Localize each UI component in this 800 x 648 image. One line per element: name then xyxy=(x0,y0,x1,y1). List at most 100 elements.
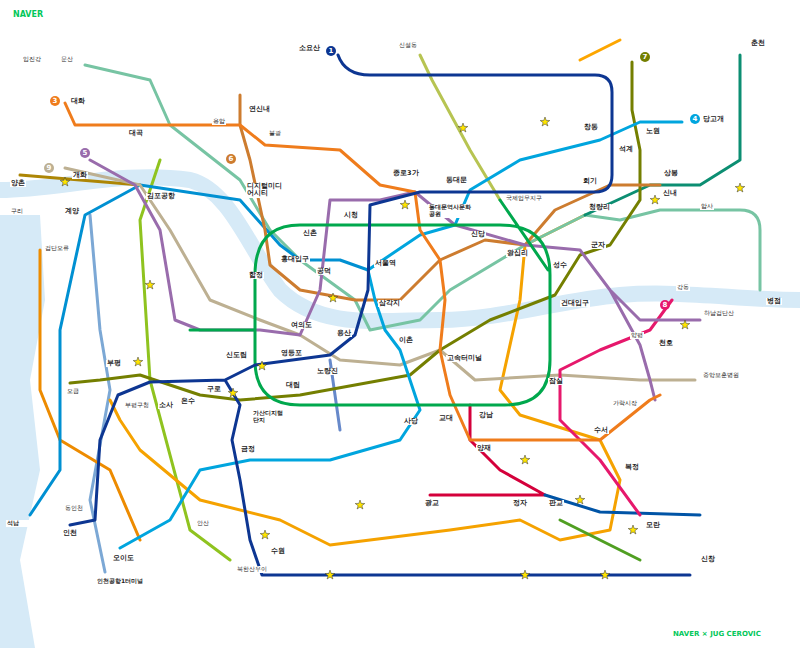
station-label: 왕십리 xyxy=(506,250,529,257)
station-label: 천호 xyxy=(658,340,674,347)
station-label: 모란 xyxy=(645,522,661,529)
brand-label: NAVER × JUG CEROVIC xyxy=(672,630,762,638)
station-label: 디지털미디어시티 xyxy=(246,183,288,198)
station-label: 하남검단산 xyxy=(703,310,735,317)
station-label: 암사 xyxy=(700,203,714,210)
star-marker xyxy=(735,183,745,192)
station-label: 용산 xyxy=(336,330,352,337)
star-marker xyxy=(145,280,155,289)
station-label: 안산 xyxy=(196,520,210,527)
star-marker xyxy=(540,117,550,126)
station-label: 노량진 xyxy=(316,368,339,375)
station-label: 대화 xyxy=(70,98,86,105)
star-marker xyxy=(328,293,338,302)
station-label: 가산디지털단지 xyxy=(252,410,286,424)
line-number: 5 xyxy=(80,148,90,158)
station-label: 가락시장 xyxy=(612,400,638,407)
line-4 xyxy=(120,122,682,548)
line-6 xyxy=(240,95,660,300)
station-label: 중앙보훈병원 xyxy=(702,372,740,379)
star-marker xyxy=(228,388,238,397)
line-number: 7 xyxy=(640,52,650,62)
station-label: 당고개 xyxy=(702,116,725,123)
station-label: 공덕 xyxy=(316,268,332,275)
star-marker xyxy=(325,570,335,579)
station-label: 사당 xyxy=(403,418,419,425)
star-marker xyxy=(257,361,267,370)
station-label: 이촌 xyxy=(398,337,414,344)
station-label: 신창 xyxy=(700,556,716,563)
station-label: 삼각지 xyxy=(378,300,401,307)
line-3 xyxy=(65,103,660,440)
station-label: 석계 xyxy=(618,146,634,153)
station-label: 청량리 xyxy=(588,204,611,211)
line-1 xyxy=(70,55,690,575)
star-marker xyxy=(458,123,468,132)
station-label: 정자 xyxy=(512,500,528,507)
station-label: 노원 xyxy=(645,128,661,135)
station-label: 종로3가 xyxy=(392,170,420,177)
star-marker xyxy=(650,195,660,204)
station-label: 양평 xyxy=(630,332,644,339)
star-marker xyxy=(400,200,410,209)
station-label: 온수 xyxy=(180,398,196,405)
station-label: 잠실 xyxy=(548,378,564,385)
star-marker xyxy=(260,530,270,539)
stars xyxy=(60,117,745,579)
station-label: 인천 xyxy=(62,530,78,537)
airport-line xyxy=(30,185,368,515)
line-number: 8 xyxy=(660,300,670,310)
incheon2-line xyxy=(40,250,140,540)
station-label: 군자 xyxy=(590,242,606,249)
station-label: 구리 xyxy=(10,208,24,215)
station-label: 연신내 xyxy=(248,106,271,113)
line-7 xyxy=(70,62,640,400)
star-marker xyxy=(133,357,143,366)
star-marker xyxy=(355,500,365,509)
star-marker xyxy=(600,570,610,579)
shinbundang-line xyxy=(430,405,545,495)
brand-label: NAVER xyxy=(12,10,44,19)
star-marker xyxy=(60,177,70,186)
station-label: 신도림 xyxy=(225,352,248,359)
station-label: 검단오류 xyxy=(44,245,70,252)
station-label: 신당 xyxy=(470,231,486,238)
station-label: 신내 xyxy=(662,190,678,197)
station-label: 임진강 xyxy=(22,56,42,63)
everline xyxy=(560,520,640,560)
station-label: 고속터미널 xyxy=(446,355,483,362)
station-label: 광교 xyxy=(424,500,440,507)
station-label: 수서 xyxy=(593,427,609,434)
station-label: 김포공항 xyxy=(146,193,176,200)
station-label: 부평구청 xyxy=(124,402,150,409)
station-label: 금정 xyxy=(240,446,256,453)
station-label: 성수 xyxy=(552,262,568,269)
station-label: 구로 xyxy=(206,386,222,393)
station-label: 소요산 xyxy=(298,45,321,52)
station-label: 소사 xyxy=(158,402,174,409)
sea xyxy=(0,215,45,648)
uijeongbu-line xyxy=(580,40,620,60)
station-label: 양재 xyxy=(476,445,492,452)
star-marker xyxy=(680,320,690,329)
line-number: 3 xyxy=(50,96,60,106)
station-label: 문산 xyxy=(60,56,74,63)
station-label: 오금 xyxy=(66,388,80,395)
station-label: 동인천 xyxy=(64,505,84,512)
station-label: 국제업무지구 xyxy=(505,195,543,202)
station-label: 서울역 xyxy=(374,260,397,267)
station-label: 신촌 xyxy=(302,230,318,237)
station-label: 교대 xyxy=(438,415,454,422)
line-number: 9 xyxy=(44,163,54,173)
station-label: 강남 xyxy=(478,412,494,419)
station-label: 강동 xyxy=(676,284,690,291)
star-marker xyxy=(628,525,638,534)
station-label: 개화 xyxy=(72,172,88,179)
station-label: 회기 xyxy=(582,178,598,185)
station-label: 동대문역사문화공원 xyxy=(428,204,475,218)
station-label: 양촌 xyxy=(10,180,26,187)
line-5 xyxy=(90,160,700,400)
star-marker xyxy=(575,495,585,504)
